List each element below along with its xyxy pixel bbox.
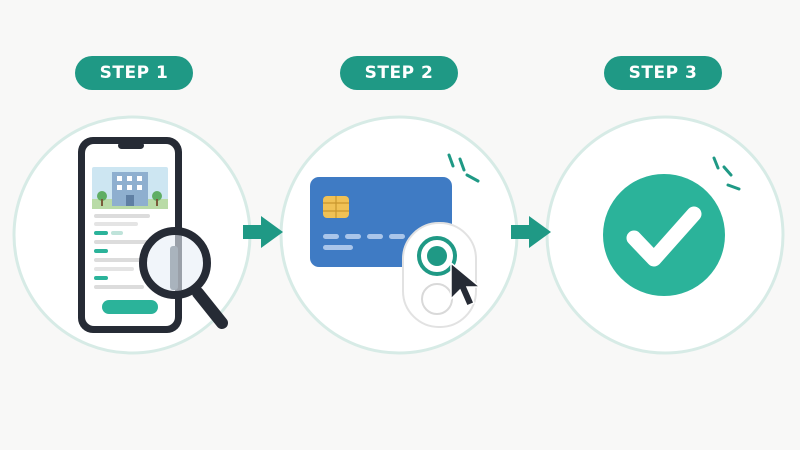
arrow-right-icon (511, 216, 551, 248)
step-3-label: STEP 3 (604, 56, 722, 90)
phone-search-icon (78, 137, 228, 333)
card-payment-icon (310, 153, 483, 328)
step-2-label: STEP 2 (340, 56, 458, 90)
check-circle-icon (603, 156, 741, 296)
arrow-right-icon (243, 216, 283, 248)
step-1-label: STEP 1 (75, 56, 193, 90)
